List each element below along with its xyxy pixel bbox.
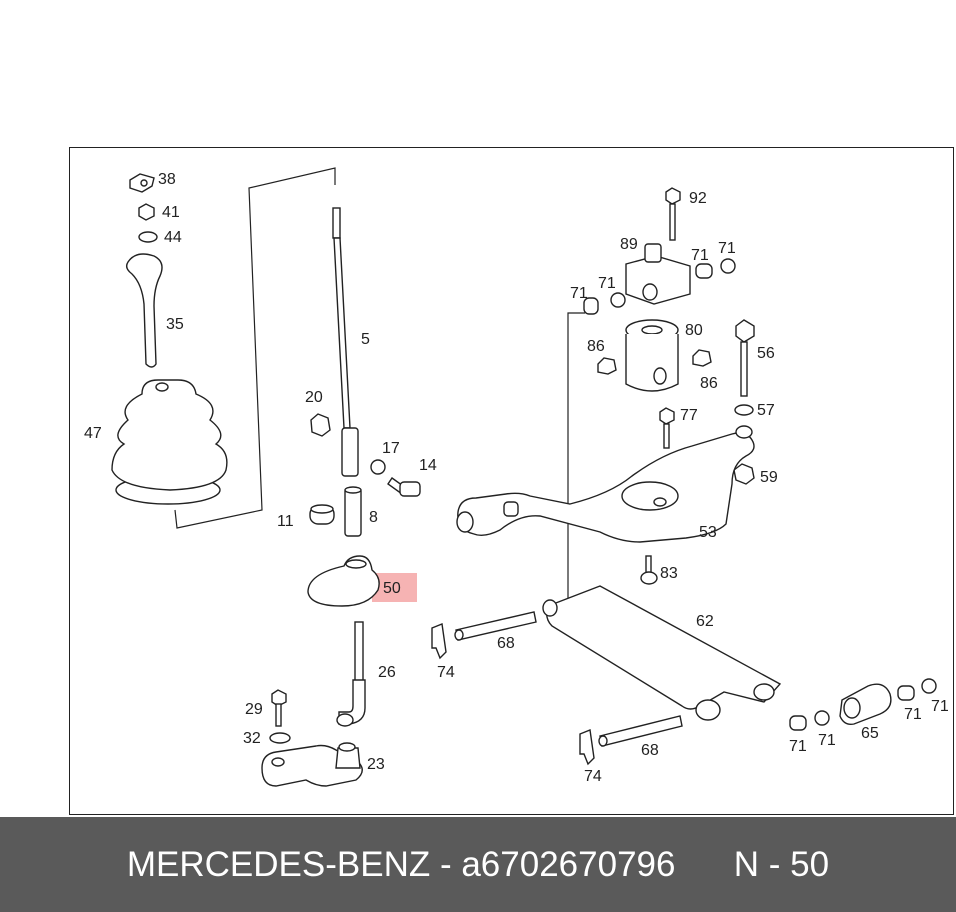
part-71-bushings-lower [789,678,937,731]
label-71g: 71 [904,706,922,723]
label-86b: 86 [700,375,718,392]
label-71d: 71 [598,275,616,292]
part-83-bolt [640,555,658,585]
part-68-pins [454,611,683,747]
part-38-clip [129,173,155,193]
label-74b: 74 [584,768,602,785]
part-32-washer [269,732,291,744]
label-53: 53 [699,524,717,541]
part-5-shift-rod [332,207,359,477]
part-11-bushing [309,504,335,525]
label-38: 38 [158,171,176,188]
label-44: 44 [164,229,182,246]
assembly-bracket-right [567,312,585,600]
part-20-nut [310,413,331,437]
part-59-nut [733,463,755,485]
part-62-support-arm [542,585,782,721]
part-14-bolt [387,477,421,497]
part-57-washer [734,404,754,416]
part-65-bushing-housing [839,683,892,726]
part-89-mount-block [625,243,691,305]
part-50-highlight [372,573,417,602]
label-71e: 71 [789,738,807,755]
part-47-gaiter-boot [111,379,228,505]
part-92-bolt [665,187,681,241]
label-17: 17 [382,440,400,457]
label-57: 57 [757,402,775,419]
part-41-nut [138,203,155,221]
label-41: 41 [162,204,180,221]
label-65: 65 [861,725,879,742]
part-50-rubber-boot [307,555,417,607]
label-86a: 86 [587,338,605,355]
part-74-clips [431,623,595,766]
part-80-bracket [625,319,679,392]
label-62: 62 [696,613,714,630]
label-11: 11 [277,513,294,530]
part-56-long-bolt [735,319,755,397]
footer-bar: MERCEDES-BENZ - a6702670796 N - 50 [0,817,956,912]
label-80: 80 [685,322,703,339]
label-59: 59 [760,469,778,486]
label-23: 23 [367,756,385,773]
part-77-bolt [659,407,675,449]
label-89: 89 [620,236,638,253]
parts-diagram: 38 41 44 35 47 5 20 17 14 11 8 50 26 29 … [84,167,949,787]
part-8-sleeve [344,486,362,537]
label-29: 29 [245,701,263,718]
label-71a: 71 [691,247,709,264]
footer-caption: MERCEDES-BENZ - a6702670796 N - 50 [126,844,830,884]
part-53-crossmember [456,425,755,543]
part-44-washer [138,231,158,243]
label-5: 5 [361,331,370,348]
label-14: 14 [419,457,437,474]
label-32: 32 [243,730,261,747]
label-71b: 71 [718,240,736,257]
label-68b: 68 [641,742,659,759]
label-68a: 68 [497,635,515,652]
label-35: 35 [166,316,184,333]
label-77: 77 [680,407,698,424]
label-26: 26 [378,664,396,681]
label-8: 8 [369,509,378,526]
label-56: 56 [757,345,775,362]
part-23-lever [261,742,363,787]
part-17-washer [370,459,386,475]
label-50: 50 [383,580,401,597]
label-47: 47 [84,425,102,442]
label-83: 83 [660,565,678,582]
label-71f: 71 [818,732,836,749]
label-71c: 71 [570,285,588,302]
part-26-lower-rod [336,621,366,727]
label-71h: 71 [931,698,949,715]
label-92: 92 [689,190,707,207]
assembly-bracket-left [174,167,336,529]
part-86-nuts [597,349,712,375]
part-29-bolt [271,689,287,727]
label-20: 20 [305,389,323,406]
part-35-shift-knob [125,253,163,368]
label-74a: 74 [437,664,455,681]
part-71-bushings-upper [583,258,736,315]
